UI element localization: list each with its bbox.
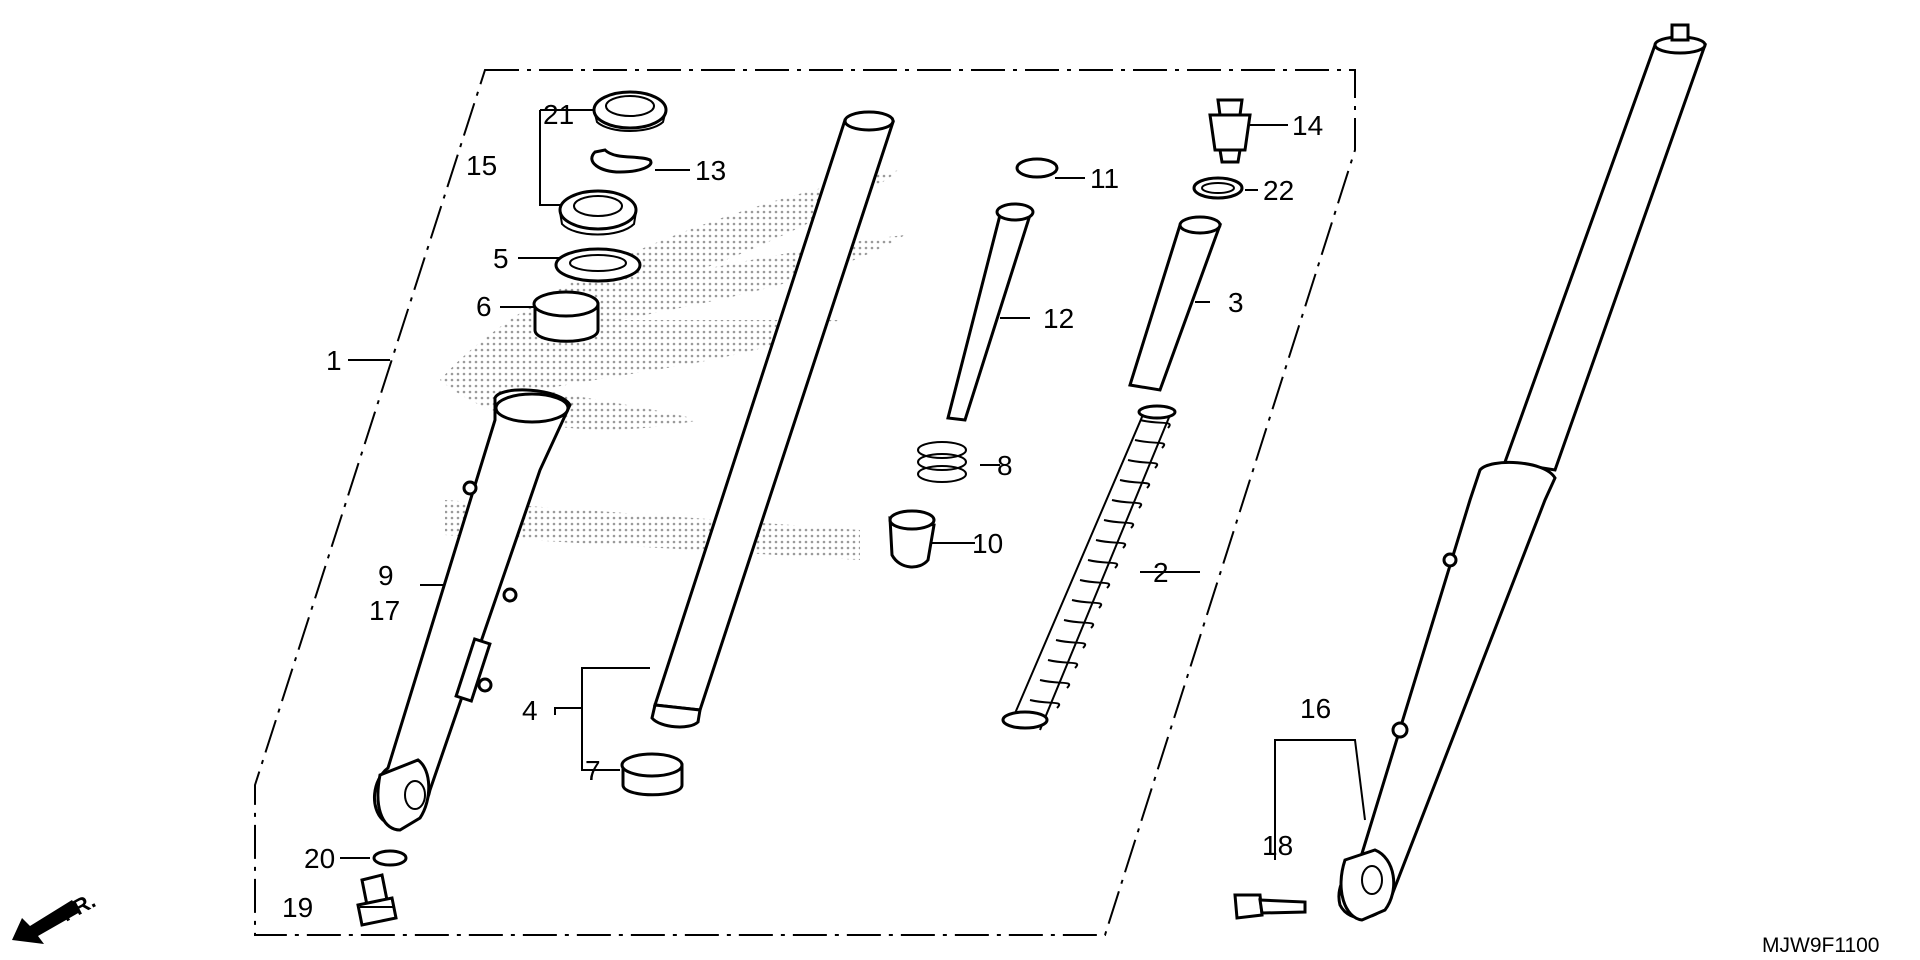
callout-10: 10 xyxy=(972,528,1003,559)
part-14-fork-bolt xyxy=(1208,98,1252,164)
part-16-front-fork-assembly xyxy=(1337,23,1708,922)
callout-6: 6 xyxy=(476,291,492,322)
callout-13: 13 xyxy=(695,155,726,186)
callout-8: 8 xyxy=(997,450,1013,481)
part-05-backup-ring xyxy=(554,247,642,283)
part-20-sealing-washer xyxy=(372,849,408,867)
callout-12: 12 xyxy=(1043,303,1074,334)
callout-11: 11 xyxy=(1090,163,1119,194)
leader-lines xyxy=(340,109,1366,908)
drawing-code: MJW9F1100 xyxy=(1762,934,1879,957)
part-03-spring-collar xyxy=(1128,215,1223,392)
callout-16: 16 xyxy=(1300,693,1331,724)
part-21-dust-seal xyxy=(592,90,668,132)
callout-4: 4 xyxy=(522,695,538,726)
part-11-seat xyxy=(1015,157,1059,179)
callout-18: 18 xyxy=(1262,830,1293,861)
part-07-pipe-bushing xyxy=(620,752,684,797)
callout-17: 17 xyxy=(369,595,400,626)
callout-15: 15 xyxy=(466,150,497,181)
part-10-oil-lock-piece xyxy=(888,509,936,569)
part-18-flange-bolt xyxy=(1233,893,1307,920)
callout-20: 20 xyxy=(304,843,335,874)
callout-21: 21 xyxy=(543,99,574,130)
part-15-oil-seal xyxy=(558,189,638,236)
part-22-o-ring xyxy=(1192,176,1244,200)
callout-2: 2 xyxy=(1153,557,1169,588)
callout-22: 22 xyxy=(1263,175,1294,206)
callout-7: 7 xyxy=(585,755,601,786)
callout-14: 14 xyxy=(1292,110,1323,141)
part-13-clip xyxy=(590,148,653,174)
callout-1: 1 xyxy=(326,345,342,376)
front-direction-arrow-icon xyxy=(12,900,80,944)
callout-3: 3 xyxy=(1228,287,1244,318)
part-04-fork-pipe xyxy=(650,110,896,729)
brand-wing-watermark xyxy=(440,170,905,560)
part-01-fork-slider xyxy=(372,388,572,832)
part-08-rebound-spring xyxy=(917,441,967,483)
callout-19: 19 xyxy=(282,892,313,923)
part-02-fork-spring xyxy=(1001,404,1177,731)
callout-5: 5 xyxy=(493,243,509,274)
part-12-fork-piston xyxy=(946,202,1035,422)
callout-9: 9 xyxy=(378,560,394,591)
part-19-socket-bolt xyxy=(356,873,398,927)
assembly-frame xyxy=(254,69,1356,936)
part-06-slider-bushing xyxy=(532,290,600,343)
